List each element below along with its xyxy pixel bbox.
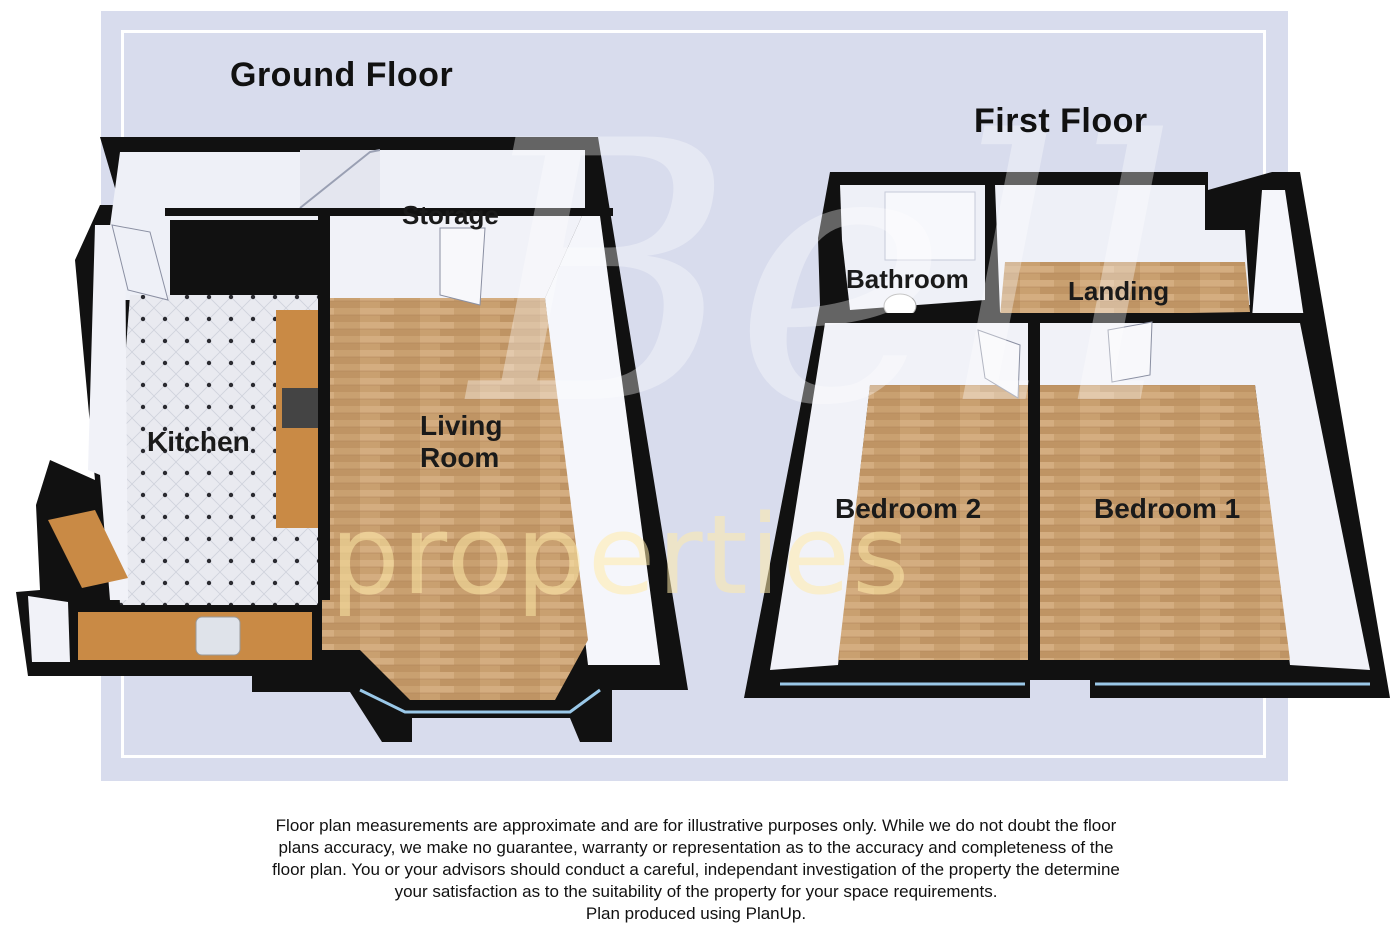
disclaimer-line-5: Plan produced using PlanUp. <box>585 904 807 923</box>
landing-floor <box>1000 262 1250 316</box>
floor-plan-disclaimer: Floor plan measurements are approximate … <box>196 815 1196 925</box>
bedroom1-door <box>1107 321 1153 383</box>
landing-label: Landing <box>1068 276 1170 306</box>
first-floor-title: First Floor <box>974 102 1148 140</box>
kitchen-hall-door <box>111 224 169 301</box>
living-room-right-wall <box>545 216 660 665</box>
bedroom-divider-wall <box>1028 318 1040 680</box>
ground-floor-title: Ground Floor <box>230 56 454 94</box>
living-room-label-line1: Living <box>420 410 503 441</box>
kitchen-hob <box>282 388 318 428</box>
kitchen-left-wall <box>88 225 128 600</box>
living-room-floor <box>322 298 588 700</box>
first-floor-plan <box>744 172 1390 698</box>
bedroom1-inner-walls <box>1040 323 1370 670</box>
bathroom-shower <box>884 191 976 261</box>
storage-divider-wall <box>165 208 613 216</box>
bedroom-top-wall <box>820 313 1310 323</box>
kitchen-lower-wall <box>28 596 70 662</box>
kitchen-floor <box>115 295 318 605</box>
disclaimer-line-1: Floor plan measurements are approximate … <box>275 816 1117 835</box>
living-room-label-line2: Room <box>420 442 500 473</box>
kitchen-back-door <box>48 510 128 588</box>
ground-floor-plan <box>16 137 688 742</box>
bay-window <box>359 688 601 714</box>
landing-right-alcove <box>1252 190 1304 318</box>
bedroom2-floor <box>838 385 1028 660</box>
kitchen-label: Kitchen <box>147 426 250 457</box>
storage-label: Storage <box>402 200 499 230</box>
bedroom2-label: Bedroom 2 <box>835 493 982 524</box>
disclaimer-line-3: floor plan. You or your advisors should … <box>272 860 1120 879</box>
storage-area <box>380 150 585 210</box>
stairs <box>299 149 381 209</box>
disclaimer-line-2: plans accuracy, we make no guarantee, wa… <box>278 838 1114 857</box>
bathroom-label: Bathroom <box>846 264 969 294</box>
living-room-door <box>439 227 486 306</box>
bedroom1-floor <box>1040 385 1290 660</box>
bedroom1-label: Bedroom 1 <box>1094 493 1241 524</box>
kitchen-sink <box>195 616 241 656</box>
disclaimer-line-4: your satisfaction as to the suitability … <box>394 882 998 901</box>
kitchen-living-wall-lower <box>312 606 322 676</box>
kitchen-living-wall <box>318 216 328 536</box>
bedroom2-door <box>977 329 1021 399</box>
bedroom2-inner-walls <box>770 323 1028 670</box>
